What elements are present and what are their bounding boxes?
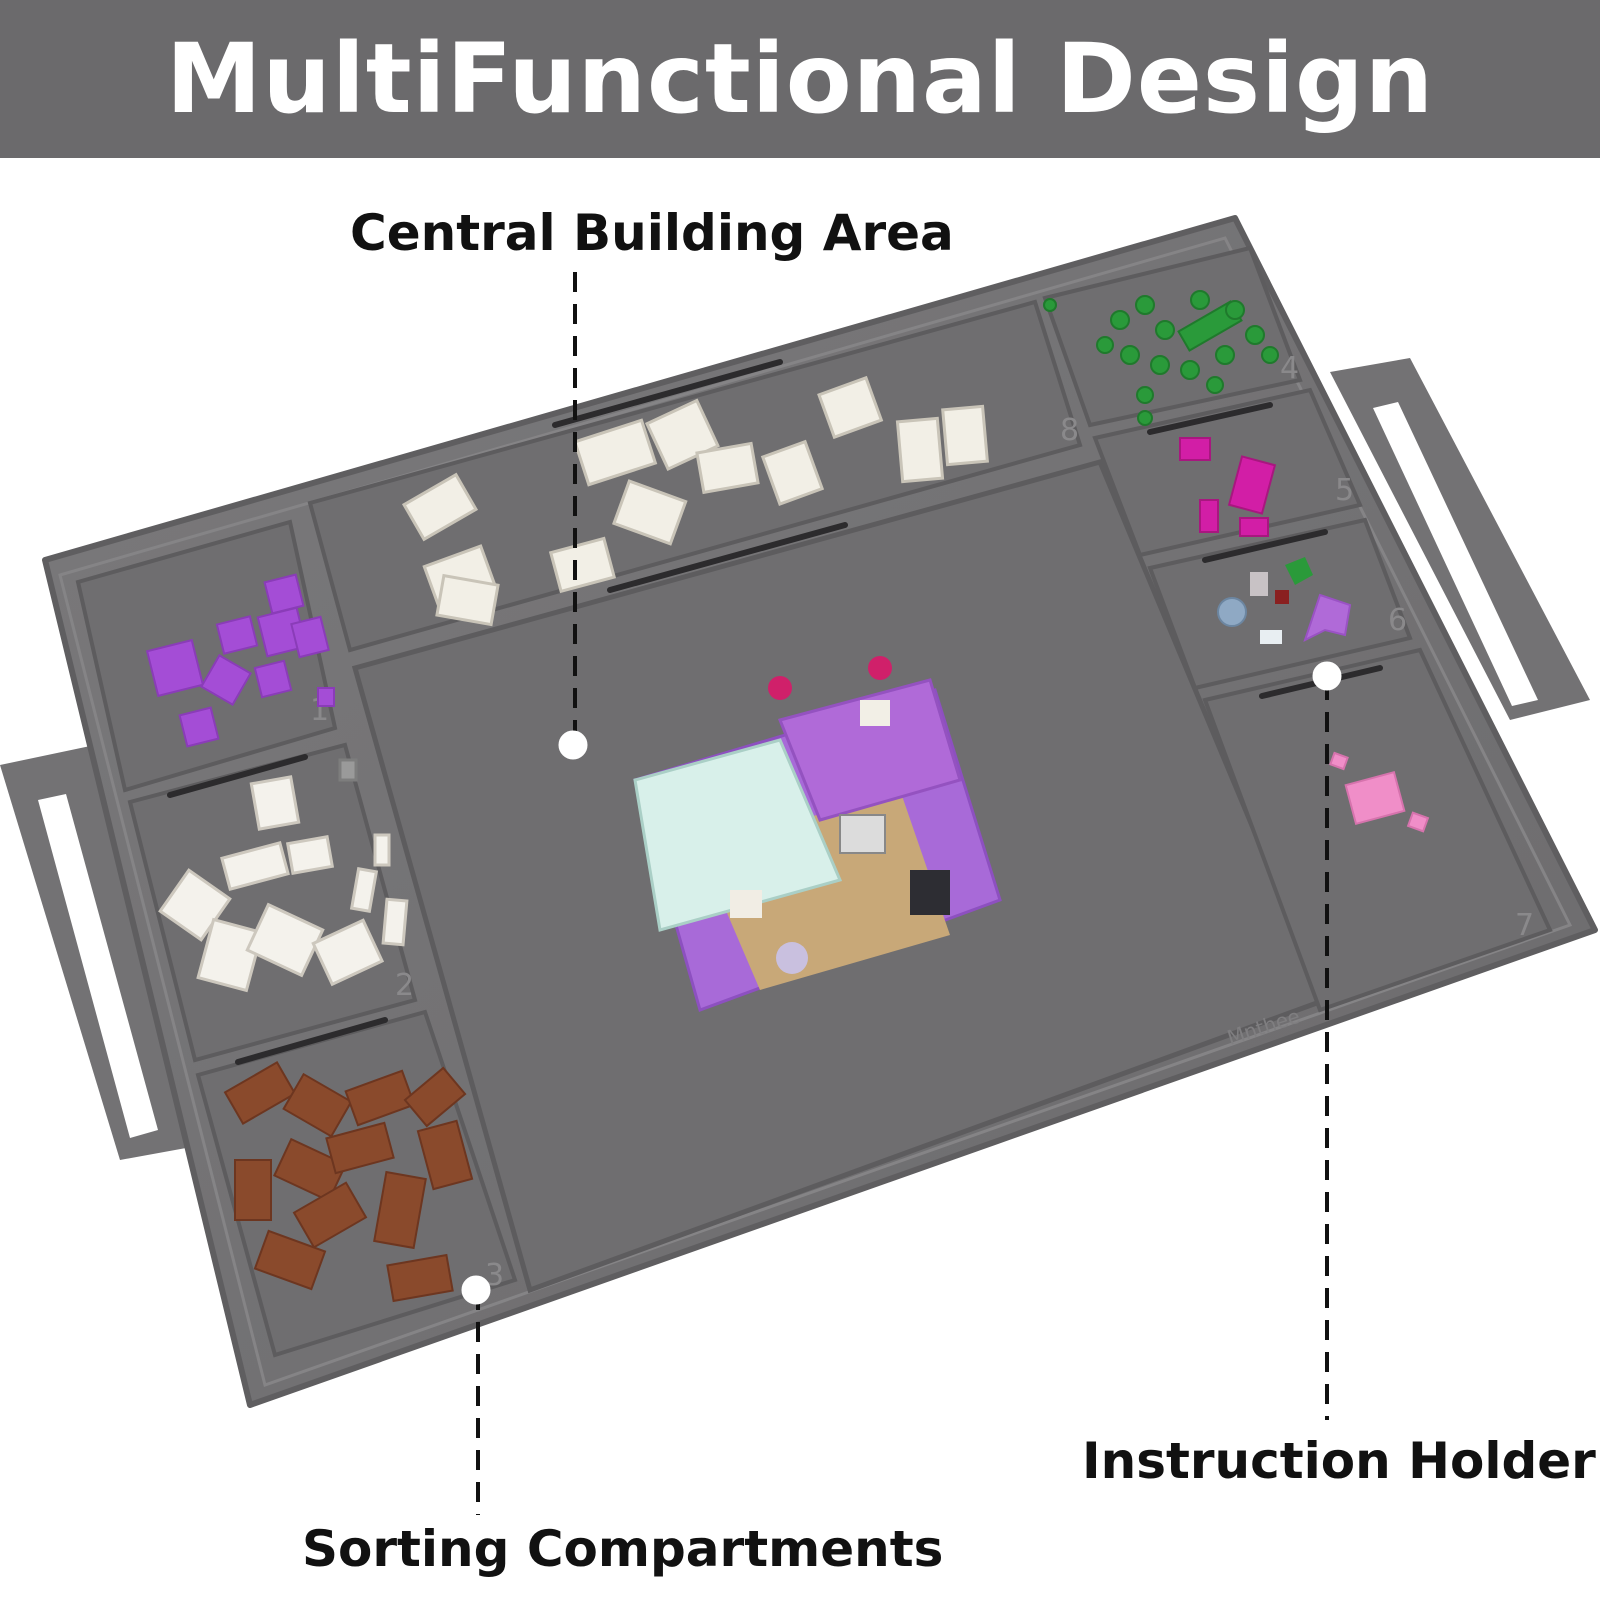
brick-house-model <box>633 656 1002 1012</box>
white-window-frames <box>401 375 989 627</box>
compartment-number-4: 4 <box>1280 351 1299 386</box>
callout-leaders <box>476 272 1329 1515</box>
callout-central-building-area: Central Building Area <box>350 204 954 262</box>
compartment-7 <box>1202 647 1553 1013</box>
marker-central <box>558 730 588 760</box>
magenta-pieces <box>1179 437 1277 537</box>
compartment-number-5: 5 <box>1335 473 1354 508</box>
brown-plates <box>223 1061 474 1303</box>
page-title: MultiFunctional Design <box>165 23 1435 135</box>
pink-pieces <box>1329 751 1430 833</box>
marker-sorting <box>461 1275 491 1305</box>
callout-markers <box>461 661 1342 1305</box>
compartment-number-7: 7 <box>1515 908 1534 943</box>
compartment-8 <box>307 299 1083 653</box>
left-handle-cutout <box>38 794 158 1138</box>
instruction-slots <box>167 359 1383 1065</box>
white-blocks <box>158 758 409 993</box>
marker-instruction <box>1312 661 1342 691</box>
green-pieces <box>1043 290 1279 426</box>
right-handle <box>1330 358 1590 720</box>
right-handle-cutout <box>1373 402 1538 706</box>
compartment-number-3: 3 <box>485 1258 504 1293</box>
compartment-number-8: 8 <box>1060 413 1079 448</box>
callout-instruction-holder: Instruction Holder <box>1082 1432 1596 1490</box>
mixed-pieces <box>1217 557 1352 644</box>
purple-bricks <box>145 573 335 748</box>
callout-sorting-compartments: Sorting Compartments <box>302 1520 944 1578</box>
compartment-number-2: 2 <box>395 968 414 1003</box>
compartment-number-6: 6 <box>1388 603 1407 638</box>
header-banner <box>0 0 1600 158</box>
